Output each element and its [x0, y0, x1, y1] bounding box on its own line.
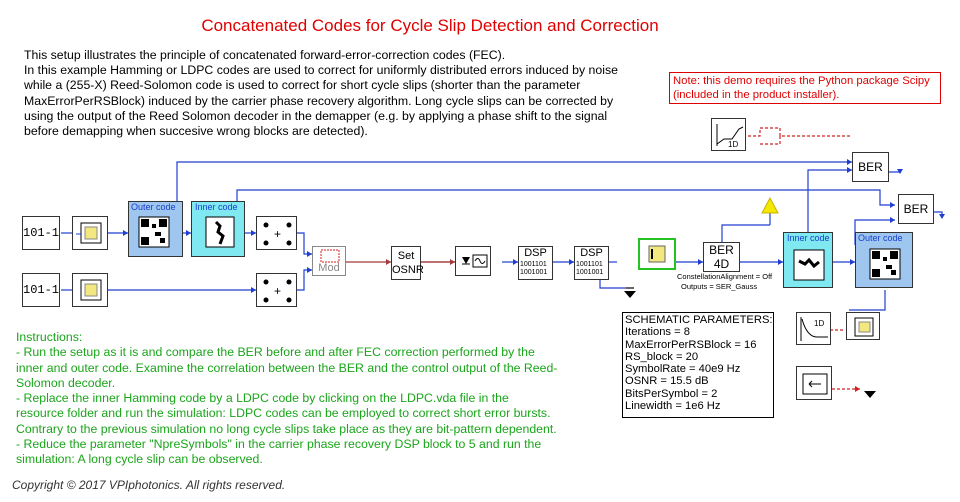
coder-block-1[interactable] [72, 216, 108, 250]
photodiode-icon [462, 254, 488, 268]
pattern-icon [205, 216, 235, 248]
coder-icon [80, 279, 102, 301]
coder-block-2[interactable] [72, 273, 108, 307]
triangle-icon [761, 196, 779, 214]
ber-4d-note-1: ConstellationAlignment = Off [677, 272, 773, 281]
output-icon [802, 373, 828, 395]
set-osnr-block[interactable]: Set OSNR [391, 246, 424, 280]
ground-icon-1 [624, 291, 636, 298]
demapper-block[interactable] [638, 238, 676, 270]
source-block-1[interactable]: 101-1 [22, 216, 60, 250]
ber-4d-note-2: Outputs = SER_Gauss [681, 282, 758, 291]
outer-code-encoder[interactable]: Outer code [128, 201, 183, 257]
copyright: Copyright © 2017 VPIphotonics. All right… [12, 478, 286, 492]
ber-block-top[interactable]: BER [852, 152, 889, 182]
coder-icon [76, 222, 102, 244]
scope-1d-bottom[interactable]: 1D [796, 312, 831, 345]
constellation-icon: + [263, 279, 292, 303]
qr-code-icon [138, 216, 170, 248]
modulator-block[interactable]: Mod [312, 246, 346, 276]
source-block-2[interactable]: 101-1 [22, 273, 60, 307]
svg-text:+: + [274, 284, 281, 298]
pattern-icon [793, 249, 825, 281]
mapper-block-2[interactable]: + [256, 273, 297, 307]
ground-icon-2 [864, 391, 876, 398]
ber-block-right[interactable]: BER [898, 194, 934, 224]
dsp-block-1[interactable]: DSP 1001101 1001001 [518, 246, 553, 280]
constellation-icon: + [263, 222, 292, 246]
coder-icon [854, 317, 874, 337]
scope-icon [716, 124, 744, 146]
modulator-icon [320, 249, 340, 263]
description: This setup illustrates the principle of … [24, 48, 618, 139]
schematic-parameters: SCHEMATIC PARAMETERS: Iterations = 8 Max… [622, 312, 774, 418]
dsp-block-2[interactable]: DSP 1001101 1001001 [574, 246, 609, 280]
inner-code-decoder[interactable]: Inner code [783, 232, 833, 288]
instructions: Instructions: - Run the setup as it is a… [16, 330, 558, 467]
qr-code-icon [869, 248, 901, 280]
scope-icon [800, 317, 828, 341]
sink-block[interactable] [796, 366, 832, 400]
ber-4d-block[interactable]: BER 4D [703, 242, 740, 272]
scope-1d-top[interactable]: 1D [711, 118, 746, 151]
page-title: Concatenated Codes for Cycle Slip Detect… [201, 16, 659, 35]
mapper-block-1[interactable]: + [256, 216, 297, 250]
demapper-icon [648, 245, 666, 263]
receiver-block[interactable] [455, 246, 491, 276]
coder-block-3[interactable] [846, 312, 880, 340]
outer-code-decoder[interactable]: Outer code [855, 232, 913, 288]
inner-code-encoder[interactable]: Inner code [191, 201, 245, 257]
scipy-note: Note: this demo requires the Python pack… [669, 72, 941, 104]
svg-text:+: + [274, 227, 281, 241]
